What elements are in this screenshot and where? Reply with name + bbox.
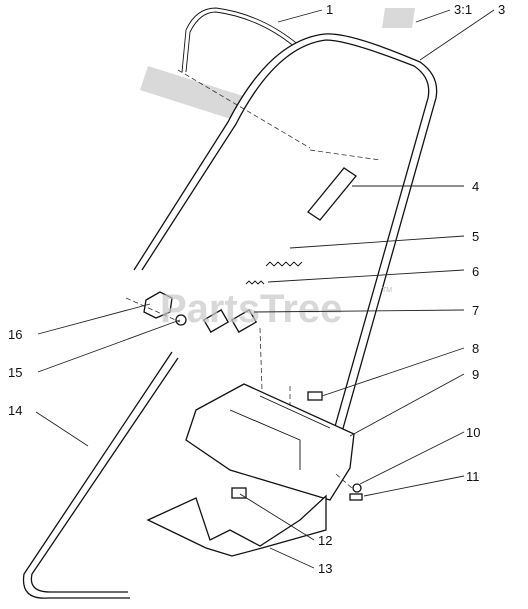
callout-8: 8 — [472, 341, 479, 356]
callout-7: 7 — [472, 303, 479, 318]
callout-16: 16 — [8, 327, 22, 342]
leader-10 — [359, 431, 465, 485]
handle-knob — [143, 291, 173, 319]
callout-11: 11 — [466, 469, 480, 484]
callout-3-1: 3:1 — [454, 2, 472, 17]
watermark-trademark: TM — [382, 287, 392, 294]
callout-4: 4 — [472, 179, 479, 194]
callout-1: 1 — [326, 2, 333, 17]
leader-8 — [321, 347, 465, 397]
callout-14: 14 — [8, 403, 22, 418]
leader-3 — [419, 9, 495, 61]
leader-5 — [289, 235, 465, 249]
spacer — [231, 487, 247, 499]
small-spring — [245, 280, 265, 285]
bolt-8 — [307, 391, 323, 401]
leader-13 — [269, 547, 315, 569]
leader-14 — [35, 411, 89, 447]
leader-9 — [349, 373, 465, 437]
callout-5: 5 — [472, 229, 479, 244]
callout-12: 12 — [318, 533, 332, 548]
bolt — [349, 493, 363, 501]
callout-13: 13 — [318, 561, 332, 576]
leader-15 — [37, 319, 181, 373]
assembly-line-4 — [259, 327, 263, 391]
handle-tube — [307, 167, 357, 221]
upper-handle-inner — [141, 39, 430, 431]
sleeve-left — [202, 309, 230, 333]
assembly-line-2 — [309, 149, 381, 161]
handle-bracket — [185, 383, 355, 501]
lower-handle-inner — [30, 357, 179, 593]
leader-12 — [239, 493, 315, 541]
deck-plate — [146, 494, 327, 557]
leader-11 — [363, 475, 465, 497]
callout-9: 9 — [472, 367, 479, 382]
assembly-line-3 — [125, 297, 181, 323]
leader-3-1 — [415, 9, 451, 23]
sleeve-right — [230, 309, 258, 333]
nut — [352, 483, 362, 493]
leader-6 — [267, 269, 465, 283]
assembly-line-1 — [177, 69, 311, 149]
washer — [175, 314, 187, 326]
callout-3: 3 — [498, 2, 505, 17]
leader-7 — [253, 309, 465, 313]
leader-16 — [37, 303, 151, 335]
decal-3-1 — [382, 8, 415, 28]
watermark: PartsTree — [160, 287, 342, 331]
callout-6: 6 — [472, 264, 479, 279]
callout-10: 10 — [466, 425, 480, 440]
bracket-detail — [229, 395, 331, 470]
leader-1 — [277, 9, 323, 23]
assembly-line-6 — [335, 473, 353, 489]
callout-15: 15 — [8, 365, 22, 380]
spring — [265, 261, 303, 267]
